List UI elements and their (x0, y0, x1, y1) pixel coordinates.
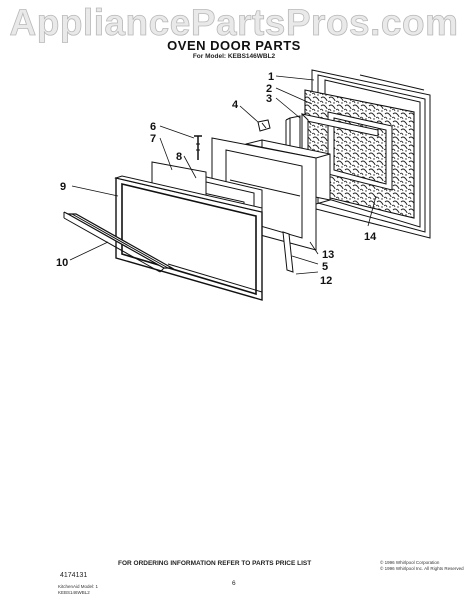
small-model-line-1: KitchenAid Model: 1 (58, 584, 99, 589)
diagram-title: OVEN DOOR PARTS (167, 38, 301, 53)
callout-leaders (69, 75, 377, 275)
callout-10: 10 (56, 257, 68, 269)
door-bracket (285, 115, 301, 157)
callout-5: 5 (322, 261, 328, 273)
callout-2: 2 (266, 83, 272, 95)
callout-13: 13 (322, 249, 334, 261)
callout-14: 14 (364, 231, 377, 243)
callout-labels: 1 2 3 4 5 6 7 8 9 10 12 13 14 (56, 71, 377, 287)
copyright-line-2: © 1996 Whirlpool Inc. All Rights Reserve… (380, 566, 464, 571)
door-handle (63, 211, 175, 273)
callout-12: 12 (320, 275, 332, 287)
callout-3: 3 (266, 93, 272, 105)
callout-1: 1 (268, 71, 274, 83)
small-model-line-2: KEBS146WBL2 (58, 590, 90, 595)
callout-9: 9 (60, 181, 66, 193)
site-watermark: AppliancePartsPros.com (9, 2, 459, 44)
callout-4: 4 (232, 99, 239, 111)
part-number: 4174131 (60, 572, 88, 579)
callout-8: 8 (176, 151, 182, 163)
callout-6: 6 (150, 121, 156, 133)
door-clip (257, 119, 271, 132)
model-subtitle: For Model: KEBS146WBL2 (192, 53, 276, 60)
outer-door-panel (114, 175, 263, 301)
door-side-trim (282, 231, 294, 273)
page-number: 6 (232, 580, 236, 587)
ordering-note: FOR ORDERING INFORMATION REFER TO PARTS … (118, 560, 312, 567)
door-screw (194, 135, 202, 160)
copyright-line-1: © 1996 Whirlpool Corporation (380, 560, 440, 565)
callout-7: 7 (150, 133, 156, 145)
